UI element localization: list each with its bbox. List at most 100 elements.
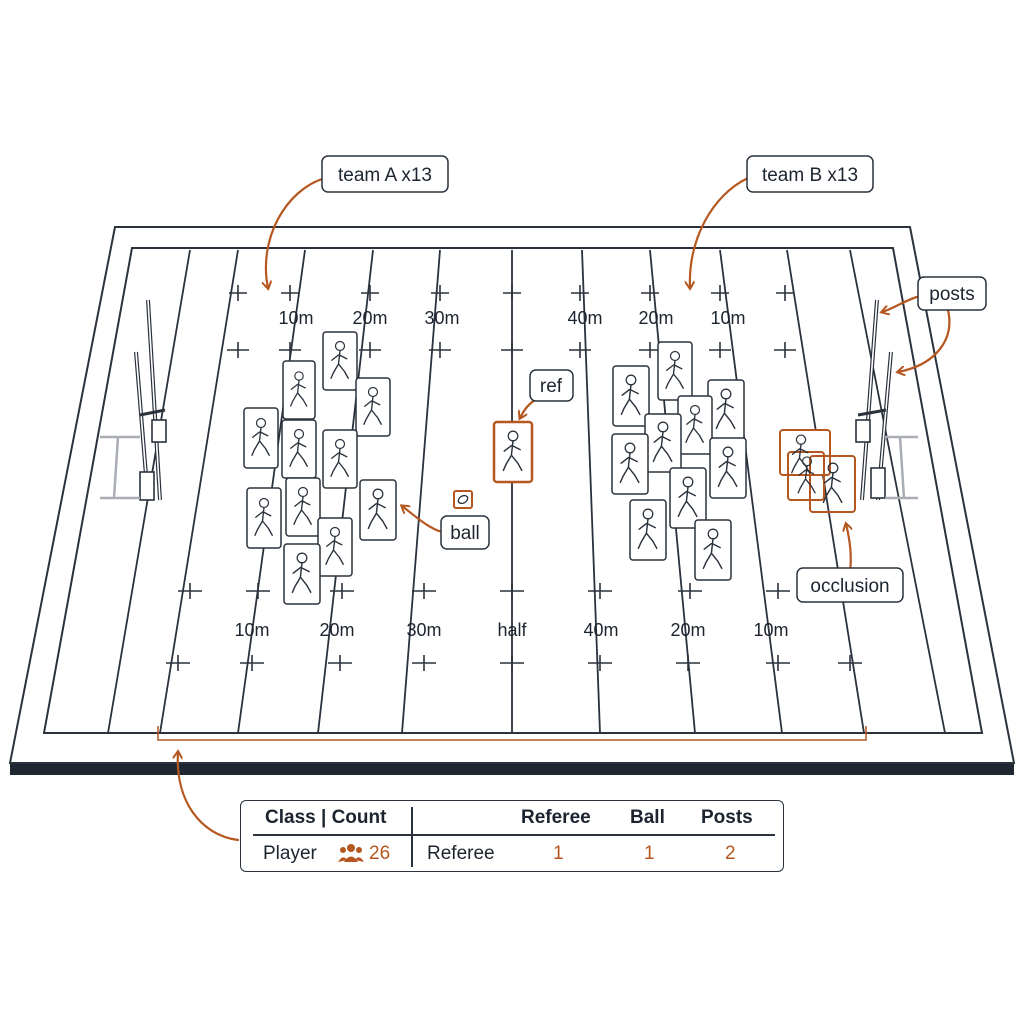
posts-arrow-1 xyxy=(882,294,922,312)
referee-count: 1 xyxy=(553,843,564,864)
ball-box xyxy=(453,490,473,509)
field-label-bottom: 30m xyxy=(406,620,441,640)
bounding-box xyxy=(322,331,358,391)
ball-arrow xyxy=(402,506,444,534)
bounding-box xyxy=(612,365,650,427)
bounding-box xyxy=(669,467,707,529)
header-posts: Posts xyxy=(701,807,753,828)
field-line xyxy=(719,249,783,734)
bounding-box xyxy=(246,487,282,549)
field-label-bottom: 20m xyxy=(670,620,705,640)
crossbar xyxy=(139,408,166,417)
upright-inner xyxy=(861,299,878,501)
bounding-box xyxy=(283,543,321,605)
player-box xyxy=(644,413,682,473)
player-box xyxy=(657,341,693,401)
player-box xyxy=(322,331,358,391)
class-count-table: Class | Count Player 26 Referee Ball Pos… xyxy=(240,800,784,872)
field-line xyxy=(581,249,601,734)
field-label-bottom: 20m xyxy=(319,620,354,640)
field-line xyxy=(786,249,865,734)
field-line xyxy=(849,249,946,734)
callout-team-b: team B x13 xyxy=(746,155,874,193)
bounding-box xyxy=(355,377,391,437)
bounding-box xyxy=(243,407,279,469)
player-box xyxy=(246,487,282,549)
bounding-box xyxy=(677,395,713,455)
post-pad xyxy=(139,471,155,501)
field-line xyxy=(159,249,239,734)
pitch-inner xyxy=(42,247,984,734)
player-box xyxy=(322,429,358,489)
post-pad xyxy=(855,419,871,443)
bounding-box xyxy=(629,499,667,561)
player-box xyxy=(355,377,391,437)
class-count-header: Class | Count xyxy=(265,807,387,828)
referee-row-label: Referee xyxy=(427,843,495,864)
bounding-box xyxy=(657,341,693,401)
field-label-top: 20m xyxy=(638,308,673,328)
ref-label: ref xyxy=(540,376,563,397)
field-label-top: 10m xyxy=(710,308,745,328)
player-box xyxy=(243,407,279,469)
field-label-bottom: 40m xyxy=(583,620,618,640)
field-label-bottom: half xyxy=(497,620,527,640)
callout-ball: ball xyxy=(440,515,490,550)
field-labels-top: 10m 20m 30m 40m 20m 10m xyxy=(278,308,745,328)
team-a-label: team A x13 xyxy=(338,165,432,186)
post-pad xyxy=(870,467,886,499)
goal-area-line xyxy=(112,436,120,499)
player-box xyxy=(707,379,745,441)
player-row-label: Player xyxy=(263,843,317,864)
post-pad xyxy=(151,419,167,443)
team-b-label: team B x13 xyxy=(762,165,858,186)
callout-posts: posts xyxy=(917,276,987,311)
ball-label: ball xyxy=(450,523,480,544)
player-box xyxy=(677,395,713,455)
player-box xyxy=(669,467,707,529)
bounding-box xyxy=(282,360,316,420)
posts-count: 2 xyxy=(725,843,736,864)
header-referee: Referee xyxy=(521,807,591,828)
players xyxy=(243,331,747,605)
field-label-top: 10m xyxy=(278,308,313,328)
callout-team-a: team A x13 xyxy=(321,155,449,193)
player-box xyxy=(317,517,353,577)
upright-inner xyxy=(147,299,161,501)
goal-area-line xyxy=(898,436,906,499)
referee-box xyxy=(492,420,534,484)
player-box xyxy=(285,477,321,537)
callout-arrows xyxy=(178,176,951,842)
bounding-box xyxy=(281,419,317,479)
ball-count: 1 xyxy=(644,843,655,864)
bounding-box xyxy=(317,517,353,577)
goal-posts xyxy=(100,299,918,501)
field-line xyxy=(401,249,441,734)
player-box xyxy=(611,433,649,495)
crossbar xyxy=(857,408,887,417)
bounding-box xyxy=(709,437,747,499)
people-icon xyxy=(338,842,364,870)
bounding-box xyxy=(322,429,358,489)
field-label-top: 40m xyxy=(567,308,602,328)
pitch-base xyxy=(10,763,1014,775)
bounding-box xyxy=(694,519,732,581)
table-arrow xyxy=(178,752,240,842)
occlusion-cluster xyxy=(779,429,856,513)
player-box xyxy=(612,365,650,427)
bounding-box xyxy=(359,479,397,541)
callout-occlusion: occlusion xyxy=(796,567,904,603)
field-labels-bottom: 10m 20m 30m half 40m 20m 10m xyxy=(234,620,788,640)
player-count: 26 xyxy=(369,843,391,864)
bounding-box xyxy=(611,433,649,495)
callout-ref: ref xyxy=(529,369,574,402)
table-divider xyxy=(411,807,413,867)
team-a-arrow xyxy=(266,176,327,288)
occlusion-label: occlusion xyxy=(810,576,889,597)
field-label-top: 30m xyxy=(424,308,459,328)
pitch-bracket xyxy=(157,726,867,741)
player-box xyxy=(359,479,397,541)
header-ball: Ball xyxy=(630,807,665,828)
posts-arrow-2 xyxy=(898,308,951,372)
